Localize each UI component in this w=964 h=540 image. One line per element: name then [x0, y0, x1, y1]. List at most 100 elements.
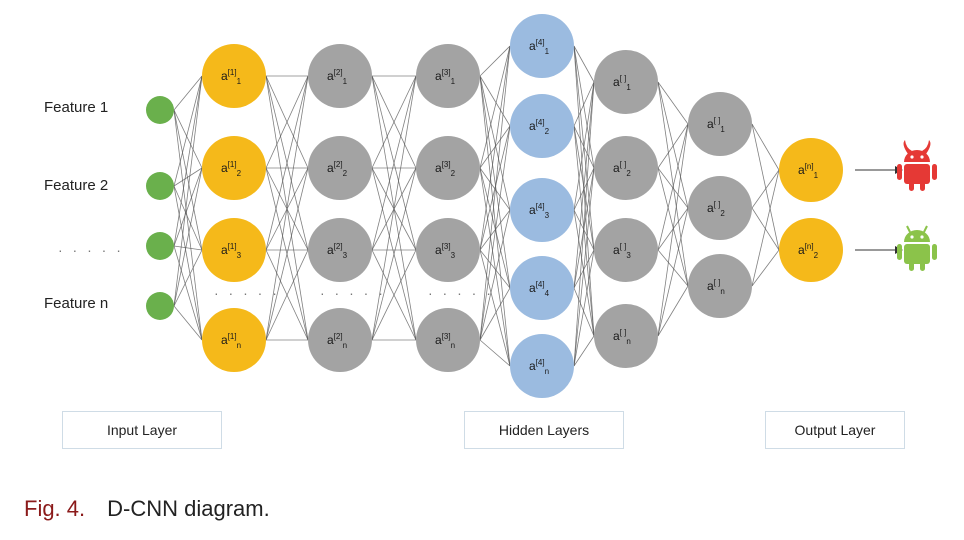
connection-line	[657, 81, 689, 209]
neuron-l3-3: a[3]3	[416, 218, 480, 282]
neuron-l2-3: a[2]3	[308, 218, 372, 282]
connection-line	[371, 167, 417, 341]
neuron-circle	[594, 304, 658, 368]
hidden-layers-label: Hidden Layers	[464, 411, 624, 449]
connection-line	[371, 75, 417, 251]
connection-line	[265, 167, 309, 341]
connection-line	[573, 287, 595, 337]
neuron-l4-1: a[4]1	[510, 14, 574, 78]
neuron-label: a[n]1	[798, 162, 819, 180]
benign-android-icon	[897, 225, 937, 271]
connection-lines	[173, 45, 780, 367]
feature-label-1: Feature 1	[44, 99, 108, 116]
neuron-circle	[594, 50, 658, 114]
malicious-android-icon	[897, 140, 937, 191]
neuron-circle	[416, 44, 480, 108]
neural-network-diagram: a[1]1a[1]2a[1]3a[1]na[2]1a[2]2a[2]3a[2]n…	[44, 14, 937, 398]
neuron-circle	[146, 172, 174, 200]
neuron-circle	[688, 176, 752, 240]
neuron-circle	[308, 44, 372, 108]
neuron-output-1: a[n]1	[779, 138, 843, 202]
figure-number: Fig. 4.	[24, 496, 86, 521]
connection-line	[173, 75, 203, 111]
neuron-label: a[ ]n	[707, 278, 725, 296]
neuron-l4-4: a[4]4	[510, 256, 574, 320]
connection-line	[173, 245, 203, 251]
neuron-circle	[308, 136, 372, 200]
connection-line	[173, 185, 203, 251]
connection-line	[479, 75, 511, 127]
connection-line	[371, 249, 417, 341]
neuron-input-3	[146, 232, 174, 260]
connection-line	[173, 109, 203, 251]
connection-line	[479, 45, 511, 77]
neuron-circle	[416, 308, 480, 372]
neuron-circle	[308, 218, 372, 282]
connection-line	[265, 249, 309, 341]
connection-line	[479, 209, 511, 341]
connection-line	[173, 167, 203, 307]
feature-label-2: Feature 2	[44, 177, 108, 194]
connection-line	[657, 81, 689, 125]
figure-caption-text: D-CNN diagram.	[107, 496, 270, 521]
connection-line	[173, 245, 203, 341]
connection-line	[657, 123, 689, 251]
neuron-label: a[1]n	[221, 332, 241, 350]
neuron-circle	[510, 178, 574, 242]
connection-line	[657, 167, 689, 287]
neuron-label: a[ ]2	[613, 160, 631, 178]
connection-line	[573, 249, 595, 367]
connection-line	[265, 75, 309, 341]
connection-line	[657, 207, 689, 337]
neuron-label: a[2]n	[327, 332, 347, 350]
neuron-circle	[779, 138, 843, 202]
connection-line	[479, 249, 511, 367]
connection-line	[573, 81, 595, 127]
neuron-label: a[4]2	[529, 118, 550, 136]
connection-line	[479, 249, 511, 289]
connection-line	[573, 81, 595, 289]
connection-line	[573, 81, 595, 367]
connection-line	[265, 75, 309, 169]
neuron-label: a[ ]1	[613, 74, 631, 92]
connection-line	[751, 169, 780, 209]
connection-line	[173, 185, 203, 341]
neuron-l4-5: a[4]n	[510, 334, 574, 398]
neuron-l6-2: a[ ]2	[688, 176, 752, 240]
neuron-circle	[510, 94, 574, 158]
connection-line	[573, 45, 595, 169]
connection-line	[657, 123, 689, 337]
neuron-l1-4: a[1]n	[202, 308, 266, 372]
figure-caption: Fig. 4. D-CNN diagram.	[24, 496, 270, 522]
connection-line	[479, 75, 511, 289]
connection-line	[573, 45, 595, 337]
neuron-circle	[146, 292, 174, 320]
neuron-circle	[510, 256, 574, 320]
feature-label-4: Feature n	[44, 295, 108, 312]
connection-line	[173, 75, 203, 187]
neuron-circle	[202, 308, 266, 372]
neuron-label: a[4]1	[529, 38, 550, 56]
neuron-label: a[3]1	[435, 68, 456, 86]
connection-line	[573, 167, 595, 367]
neuron-label: a[4]3	[529, 202, 550, 220]
neuron-circle	[146, 96, 174, 124]
connection-line	[173, 75, 203, 307]
connection-line	[751, 249, 780, 287]
neuron-label: a[4]4	[529, 280, 550, 298]
neuron-l5-3: a[ ]3	[594, 218, 658, 282]
neuron-input-2	[146, 172, 174, 200]
connection-line	[479, 75, 511, 367]
neuron-output-2: a[n]2	[779, 218, 843, 282]
connection-line	[573, 335, 595, 367]
neuron-l2-4: a[2]n	[308, 308, 372, 372]
neuron-label: a[ ]1	[707, 116, 725, 134]
neuron-label: a[3]3	[435, 242, 456, 260]
neuron-label: a[2]3	[327, 242, 348, 260]
neuron-l5-2: a[ ]2	[594, 136, 658, 200]
neuron-label: a[1]2	[221, 160, 242, 178]
neuron-circle	[688, 92, 752, 156]
neuron-label: a[ ]3	[613, 242, 631, 260]
neuron-circle	[202, 44, 266, 108]
neuron-circle	[594, 136, 658, 200]
